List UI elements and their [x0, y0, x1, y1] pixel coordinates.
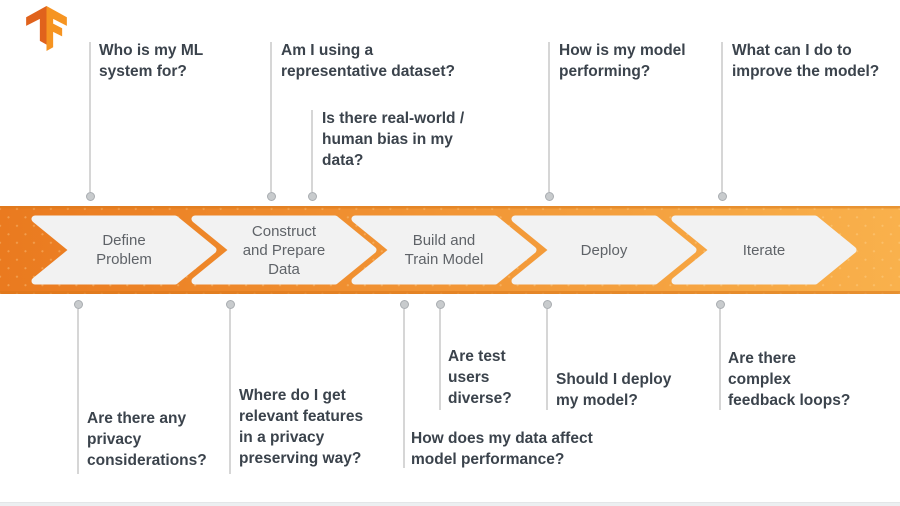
question-privacy-considerations: Are there any privacy considerations? [87, 410, 207, 469]
footer-strip [0, 502, 900, 506]
chevron-iterate [671, 215, 857, 285]
connector-line [311, 110, 313, 192]
question-model-performing: How is my model performing? [559, 42, 686, 80]
connector-dot [436, 300, 445, 309]
question-improve-model: What can I do to improve the model? [732, 42, 880, 80]
chevron-build-train-model [351, 215, 537, 285]
connector-line [439, 309, 441, 410]
connector-line [89, 42, 91, 192]
connector-dot [718, 192, 727, 201]
question-should-i-deploy: Should I deploy my model? [556, 371, 672, 409]
connector-line [719, 309, 721, 410]
connector-line [229, 309, 231, 474]
chevron-define-problem [31, 215, 217, 285]
chevron-construct-prepare-data [191, 215, 377, 285]
question-real-world-human-bias: Is there real-world / human bias in my d… [322, 110, 465, 169]
process-banner [0, 206, 900, 294]
connector-line [721, 42, 723, 192]
question-representative-dataset: Am I using a representative dataset? [281, 42, 456, 80]
connector-line [548, 42, 550, 192]
connector-line [403, 309, 405, 468]
connector-dot [267, 192, 276, 201]
tensorflow-logo-icon [26, 6, 67, 51]
connector-line [270, 42, 272, 192]
chevron-deploy [511, 215, 697, 285]
connector-dot [716, 300, 725, 309]
connector-dot [74, 300, 83, 309]
connector-line [546, 309, 548, 410]
question-test-users-diverse: Are test users diverse? [448, 348, 512, 407]
connector-dot [545, 192, 554, 201]
connector-dot [543, 300, 552, 309]
question-complex-feedback-loops: Are there complex feedback loops? [728, 350, 851, 409]
question-who-is-my-ml-system-for: Who is my ML system for? [99, 42, 204, 80]
connector-line [77, 309, 79, 474]
question-privacy-preserving-features: Where do I get relevant features in a pr… [239, 387, 364, 467]
connector-dot [400, 300, 409, 309]
connector-dot [86, 192, 95, 201]
question-data-affect-performance: How does my data affect model performanc… [411, 430, 593, 468]
connector-dot [308, 192, 317, 201]
connector-dot [226, 300, 235, 309]
